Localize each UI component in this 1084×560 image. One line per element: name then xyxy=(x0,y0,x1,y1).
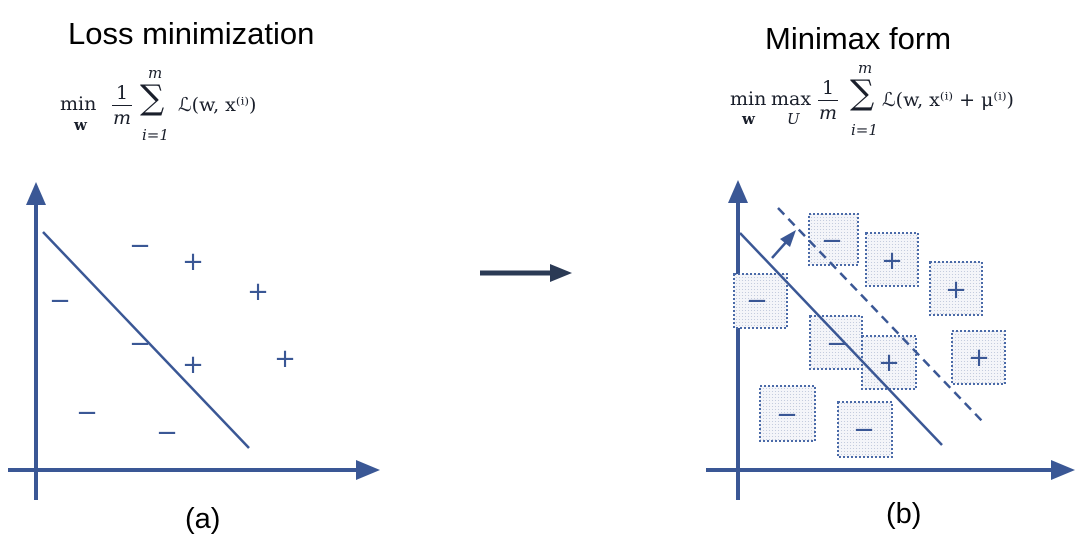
left-y-axis-arrowhead xyxy=(26,182,46,205)
negative-sample-marker: − xyxy=(129,231,151,261)
minimax-formula: min w max U 1 m m ∑ i=1 ℒ(w, x⁽ⁱ⁾ + μ⁽ⁱ⁾… xyxy=(730,59,1050,150)
negative-sample-marker: − xyxy=(776,400,798,430)
perturbation-box xyxy=(759,385,816,442)
sum-upper-limit: m xyxy=(858,59,873,77)
perturbation-box xyxy=(809,315,863,370)
sum-sign: ∑ xyxy=(850,73,875,113)
perturbation-box xyxy=(929,261,983,316)
perturbation-box xyxy=(951,330,1006,385)
negative-sample-marker: − xyxy=(129,329,151,359)
fraction-numerator: 1 xyxy=(115,82,129,104)
right-data-points: −++−−++−− xyxy=(746,226,990,445)
perturbation-box xyxy=(865,232,919,287)
fraction-bar xyxy=(818,100,838,101)
right-y-axis-arrowhead xyxy=(728,180,748,203)
min-operator: min xyxy=(730,88,767,110)
max-subscript: U xyxy=(787,110,800,128)
min-subscript: w xyxy=(742,110,755,128)
robust-decision-boundary xyxy=(777,207,984,423)
right-panel-caption: (b) xyxy=(886,498,922,530)
sum-lower-limit: i=1 xyxy=(851,121,878,139)
positive-sample-marker: + xyxy=(274,344,296,374)
sum-upper-limit: m xyxy=(148,64,163,82)
transition-arrow-head xyxy=(550,264,572,282)
left-x-axis-arrowhead xyxy=(356,460,380,480)
loss-term: ℒ(w, x⁽ⁱ⁾) xyxy=(178,94,257,116)
left-decision-boundary xyxy=(42,231,250,449)
negative-sample-marker: − xyxy=(49,286,71,316)
sum-sign: ∑ xyxy=(140,78,165,118)
min-subscript: w xyxy=(74,116,87,134)
fraction: 1 m xyxy=(818,77,838,124)
left-panel-caption: (a) xyxy=(185,503,221,535)
original-decision-boundary xyxy=(739,232,943,446)
positive-sample-marker: + xyxy=(182,350,204,380)
fraction-denominator: m xyxy=(818,102,838,124)
max-operator: max xyxy=(771,88,812,110)
negative-sample-marker: − xyxy=(821,226,843,256)
right-x-axis-arrowhead xyxy=(1051,460,1075,480)
fraction-numerator: 1 xyxy=(821,77,835,99)
perturbation-boxes xyxy=(733,213,1006,458)
negative-sample-marker: − xyxy=(853,415,875,445)
left-data-points: − + + − − + + − − xyxy=(49,231,296,448)
negative-sample-marker: − xyxy=(156,418,178,448)
negative-sample-marker: − xyxy=(826,329,848,359)
fraction-denominator: m xyxy=(112,107,132,129)
positive-sample-marker: + xyxy=(881,246,903,276)
positive-sample-marker: + xyxy=(945,275,967,305)
sum-lower-limit: i=1 xyxy=(142,126,169,144)
negative-sample-marker: − xyxy=(76,398,98,428)
boundary-shift-arrow xyxy=(771,230,796,259)
perturbation-box xyxy=(837,401,893,458)
min-operator: min xyxy=(60,93,97,115)
fraction: 1 m xyxy=(112,82,132,129)
right-axes xyxy=(706,180,1075,500)
left-axes xyxy=(8,182,380,500)
transition-arrow xyxy=(480,264,572,282)
perturbation-box xyxy=(808,213,859,266)
loss-minimization-formula: min w 1 m m ∑ i=1 ℒ(w, x⁽ⁱ⁾) xyxy=(60,60,300,150)
boundary-shift-arrow-head xyxy=(780,230,796,247)
right-panel-title: Minimax form xyxy=(765,21,952,56)
robust-loss-term: ℒ(w, x⁽ⁱ⁾ + μ⁽ⁱ⁾) xyxy=(882,89,1014,111)
positive-sample-marker: + xyxy=(878,348,900,378)
perturbation-box xyxy=(733,273,788,329)
positive-sample-marker: + xyxy=(968,343,990,373)
positive-sample-marker: + xyxy=(182,247,204,277)
left-panel-title: Loss minimization xyxy=(68,16,315,51)
fraction-bar xyxy=(112,105,132,106)
positive-sample-marker: + xyxy=(247,277,269,307)
negative-sample-marker: − xyxy=(746,286,768,316)
